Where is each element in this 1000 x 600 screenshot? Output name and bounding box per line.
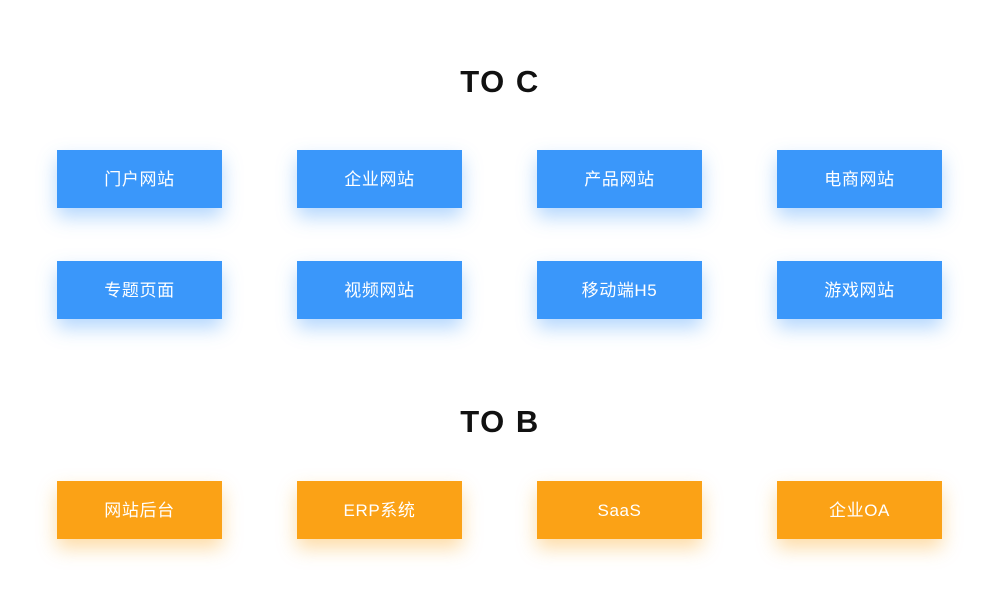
card-label: 游戏网站 — [824, 280, 895, 300]
card-label: 专题页面 — [104, 280, 175, 300]
card-mobile-h5[interactable]: 移动端H5 — [537, 261, 702, 319]
card-enterprise-website[interactable]: 企业网站 — [297, 150, 462, 208]
card-ecommerce-website[interactable]: 电商网站 — [777, 150, 942, 208]
card-label: ERP系统 — [343, 500, 416, 520]
section-heading-to-c: TO C — [460, 64, 540, 99]
card-label: 视频网站 — [344, 280, 415, 300]
card-website-backend[interactable]: 网站后台 — [57, 481, 222, 539]
card-product-website[interactable]: 产品网站 — [537, 150, 702, 208]
card-saas[interactable]: SaaS — [537, 481, 702, 539]
to-c-row-2: 专题页面 视频网站 移动端H5 游戏网站 — [57, 261, 943, 319]
card-label: 移动端H5 — [581, 280, 658, 300]
card-game-website[interactable]: 游戏网站 — [777, 261, 942, 319]
card-label: 企业网站 — [344, 169, 415, 189]
card-label: 产品网站 — [584, 169, 655, 189]
card-enterprise-oa[interactable]: 企业OA — [777, 481, 942, 539]
card-label: 网站后台 — [104, 500, 175, 520]
to-c-row-1: 门户网站 企业网站 产品网站 电商网站 — [57, 150, 943, 208]
card-erp-system[interactable]: ERP系统 — [297, 481, 462, 539]
card-label: 门户网站 — [104, 169, 175, 189]
card-video-website[interactable]: 视频网站 — [297, 261, 462, 319]
card-label: 企业OA — [829, 500, 890, 520]
card-label: SaaS — [597, 500, 642, 520]
card-portal-website[interactable]: 门户网站 — [57, 150, 222, 208]
to-b-row-1: 网站后台 ERP系统 SaaS 企业OA — [57, 481, 943, 539]
section-heading-to-b: TO B — [460, 404, 540, 439]
card-topic-page[interactable]: 专题页面 — [57, 261, 222, 319]
card-label: 电商网站 — [824, 169, 895, 189]
